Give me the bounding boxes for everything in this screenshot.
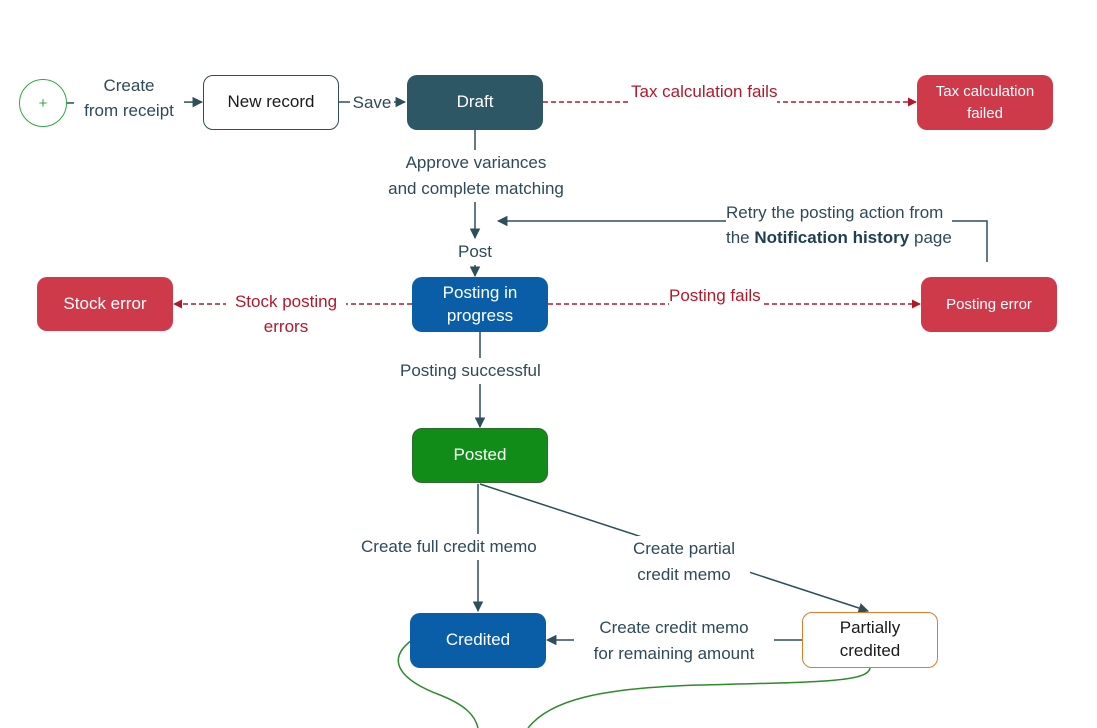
notification-history-text: Notification history	[754, 228, 910, 247]
posted-label: Posted	[453, 445, 507, 465]
create-remaining-label: Create credit memo for remaining amount	[574, 615, 774, 667]
tax-failed-line1: Tax calculation	[935, 82, 1035, 100]
tax-failed-line2: failed	[967, 104, 1003, 122]
edge-credited-loop	[397, 639, 479, 728]
tax-calculation-fails-label: Tax calculation fails	[631, 79, 778, 105]
posting-error-node: Posting error	[921, 277, 1057, 332]
approve-line2: and complete matching	[388, 179, 564, 198]
posted-node: Posted	[412, 428, 548, 483]
edge-retry	[496, 215, 988, 262]
save-label: Save	[350, 90, 394, 116]
start-node: +	[19, 79, 67, 127]
edge-partial-loop	[527, 667, 871, 728]
stock-posting-errors-line2: errors	[263, 317, 309, 336]
stock-posting-errors-line1: Stock posting	[234, 292, 338, 311]
create-full-credit-memo-label: Create full credit memo	[361, 534, 537, 560]
retry-line2: the Notification history page	[726, 225, 952, 250]
credited-node: Credited	[410, 613, 546, 668]
new-record-label: New record	[227, 92, 315, 112]
create-from-receipt-label: Create from receipt	[74, 73, 184, 123]
posting-error-label: Posting error	[946, 295, 1032, 313]
approve-variances-label: Approve variances and complete matching	[370, 150, 582, 202]
retry-suffix: page	[909, 228, 952, 247]
posting-in-progress-line1: Posting in	[442, 282, 518, 302]
create-remaining-line2: for remaining amount	[593, 644, 755, 663]
posting-in-progress-node: Posting in progress	[412, 277, 548, 332]
partially-credited-line2: credited	[839, 641, 901, 660]
create-from-receipt-line2: from receipt	[84, 101, 174, 120]
new-record-node: New record	[203, 75, 339, 130]
posting-fails-label: Posting fails	[669, 283, 761, 309]
partially-credited-line1: Partially	[839, 618, 901, 638]
draft-label: Draft	[456, 92, 494, 112]
plus-icon: +	[38, 94, 48, 112]
stock-error-label: Stock error	[63, 293, 147, 313]
retry-line1: Retry the posting action from	[726, 203, 944, 222]
approve-line1: Approve variances	[405, 153, 547, 172]
create-partial-line1: Create partial	[632, 539, 736, 558]
partially-credited-node: Partially credited	[802, 612, 938, 668]
create-remaining-line1: Create credit memo	[599, 618, 749, 637]
draft-node: Draft	[407, 75, 543, 130]
create-from-receipt-line1: Create	[103, 76, 155, 95]
post-label: Post	[452, 239, 498, 265]
create-partial-line2: credit memo	[637, 565, 731, 584]
retry-label: Retry the posting action from the Notifi…	[726, 200, 952, 250]
stock-posting-errors-label: Stock posting errors	[226, 289, 346, 339]
tax-calculation-failed-node: Tax calculation failed	[917, 75, 1053, 130]
posting-successful-label: Posting successful	[400, 358, 541, 384]
create-partial-credit-memo-label: Create partial credit memo	[618, 536, 750, 588]
credited-label: Credited	[445, 630, 511, 650]
retry-prefix: the	[726, 228, 755, 247]
stock-error-node: Stock error	[37, 277, 173, 331]
posting-in-progress-line2: progress	[446, 305, 514, 325]
